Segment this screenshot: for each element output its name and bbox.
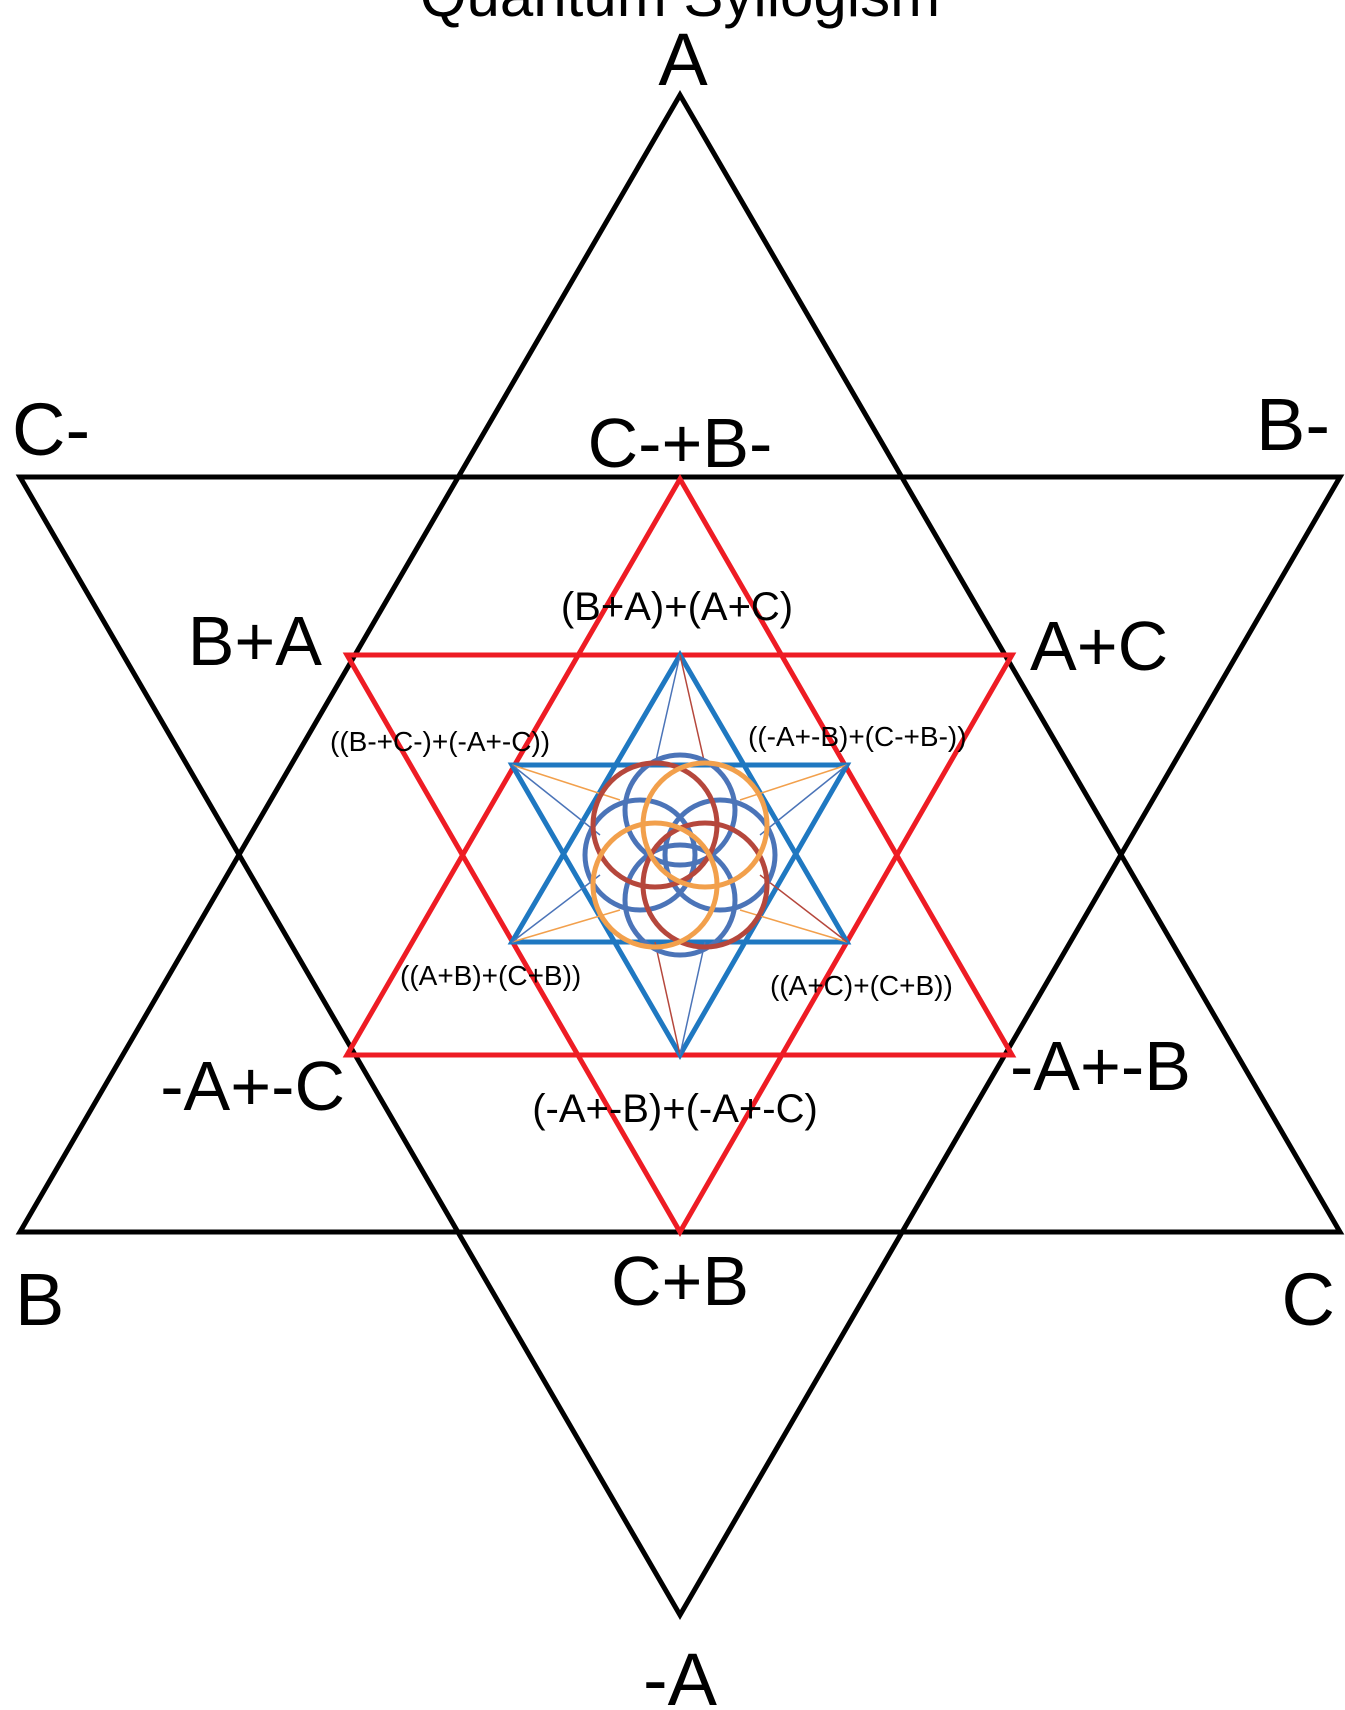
label-middle-lower-right: -A+-B (1010, 1027, 1191, 1105)
label-outer-upper-left: C- (12, 388, 90, 471)
label-outer-upper-right: B- (1256, 383, 1330, 466)
ray (680, 655, 705, 765)
label-middle-upper-right: A+C (1030, 607, 1168, 685)
label-middle-lower-left: -A+-C (160, 1047, 345, 1125)
label-middle-upper-left: B+A (188, 602, 323, 680)
label-middle-bottom: C+B (611, 1242, 749, 1320)
label-outer-lower-right: C (1282, 1258, 1335, 1341)
ray (760, 875, 847, 942)
label-inner-lower-left: ((A+B)+(C+B)) (400, 960, 581, 991)
ray (512, 765, 600, 835)
label-inner-lower-right: ((A+C)+(C+B)) (770, 970, 953, 1001)
label-outer-bottom: -A (643, 1638, 718, 1710)
ray (512, 875, 600, 942)
label-middle-top: C-+B- (588, 404, 773, 482)
loop-bottom-blue (625, 845, 735, 955)
loop-top-blue (625, 755, 735, 865)
label-inner-top: (B+A)+(A+C) (561, 585, 793, 629)
label-inner-upper-left: ((B-+C-)+(-A+-C)) (330, 726, 550, 757)
label-outer-top: A (658, 18, 708, 101)
label-outer-lower-left: B (15, 1258, 64, 1341)
inner-downward-triangle (512, 765, 847, 1055)
label-inner-upper-right: ((-A+-B)+(C-+B-)) (748, 721, 967, 752)
label-inner-bottom: (-A+-B)+(-A+-C) (532, 1087, 818, 1131)
outer-star (20, 95, 1340, 1615)
ray (760, 765, 847, 835)
inner-upward-triangle (512, 655, 847, 942)
interlocking-loops (585, 755, 775, 955)
